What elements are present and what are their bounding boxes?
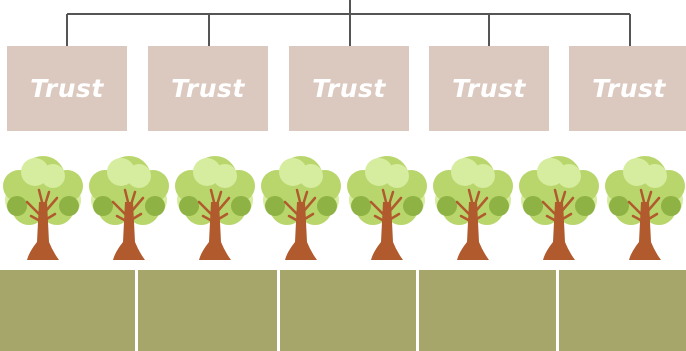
- trust-label-1: Trust: [30, 74, 104, 103]
- ground-block-2: [138, 270, 277, 351]
- trust-box-2: Trust: [148, 46, 268, 131]
- trust-label-5: Trust: [592, 74, 666, 103]
- tree-icon: [3, 156, 83, 260]
- tree-row: [3, 156, 685, 260]
- tree-icon: [433, 156, 513, 260]
- tree-icon: [519, 156, 599, 260]
- tree-icon: [175, 156, 255, 260]
- trust-label-2: Trust: [171, 74, 245, 103]
- trust-box-4: Trust: [429, 46, 549, 131]
- ground-block-3: [280, 270, 416, 351]
- ground-block-1: [0, 270, 135, 351]
- trust-label-4: Trust: [452, 74, 526, 103]
- tree-icon: [605, 156, 685, 260]
- ground-block-5: [559, 270, 686, 351]
- hierarchy-connectors: [66, 0, 631, 46]
- trust-box-3: Trust: [289, 46, 409, 131]
- trust-box-1: Trust: [7, 46, 127, 131]
- ground-block-4: [419, 270, 556, 351]
- trust-box-5: Trust: [569, 46, 686, 131]
- trust-label-3: Trust: [312, 74, 386, 103]
- tree-icon: [347, 156, 427, 260]
- tree-icon: [261, 156, 341, 260]
- tree-icon: [89, 156, 169, 260]
